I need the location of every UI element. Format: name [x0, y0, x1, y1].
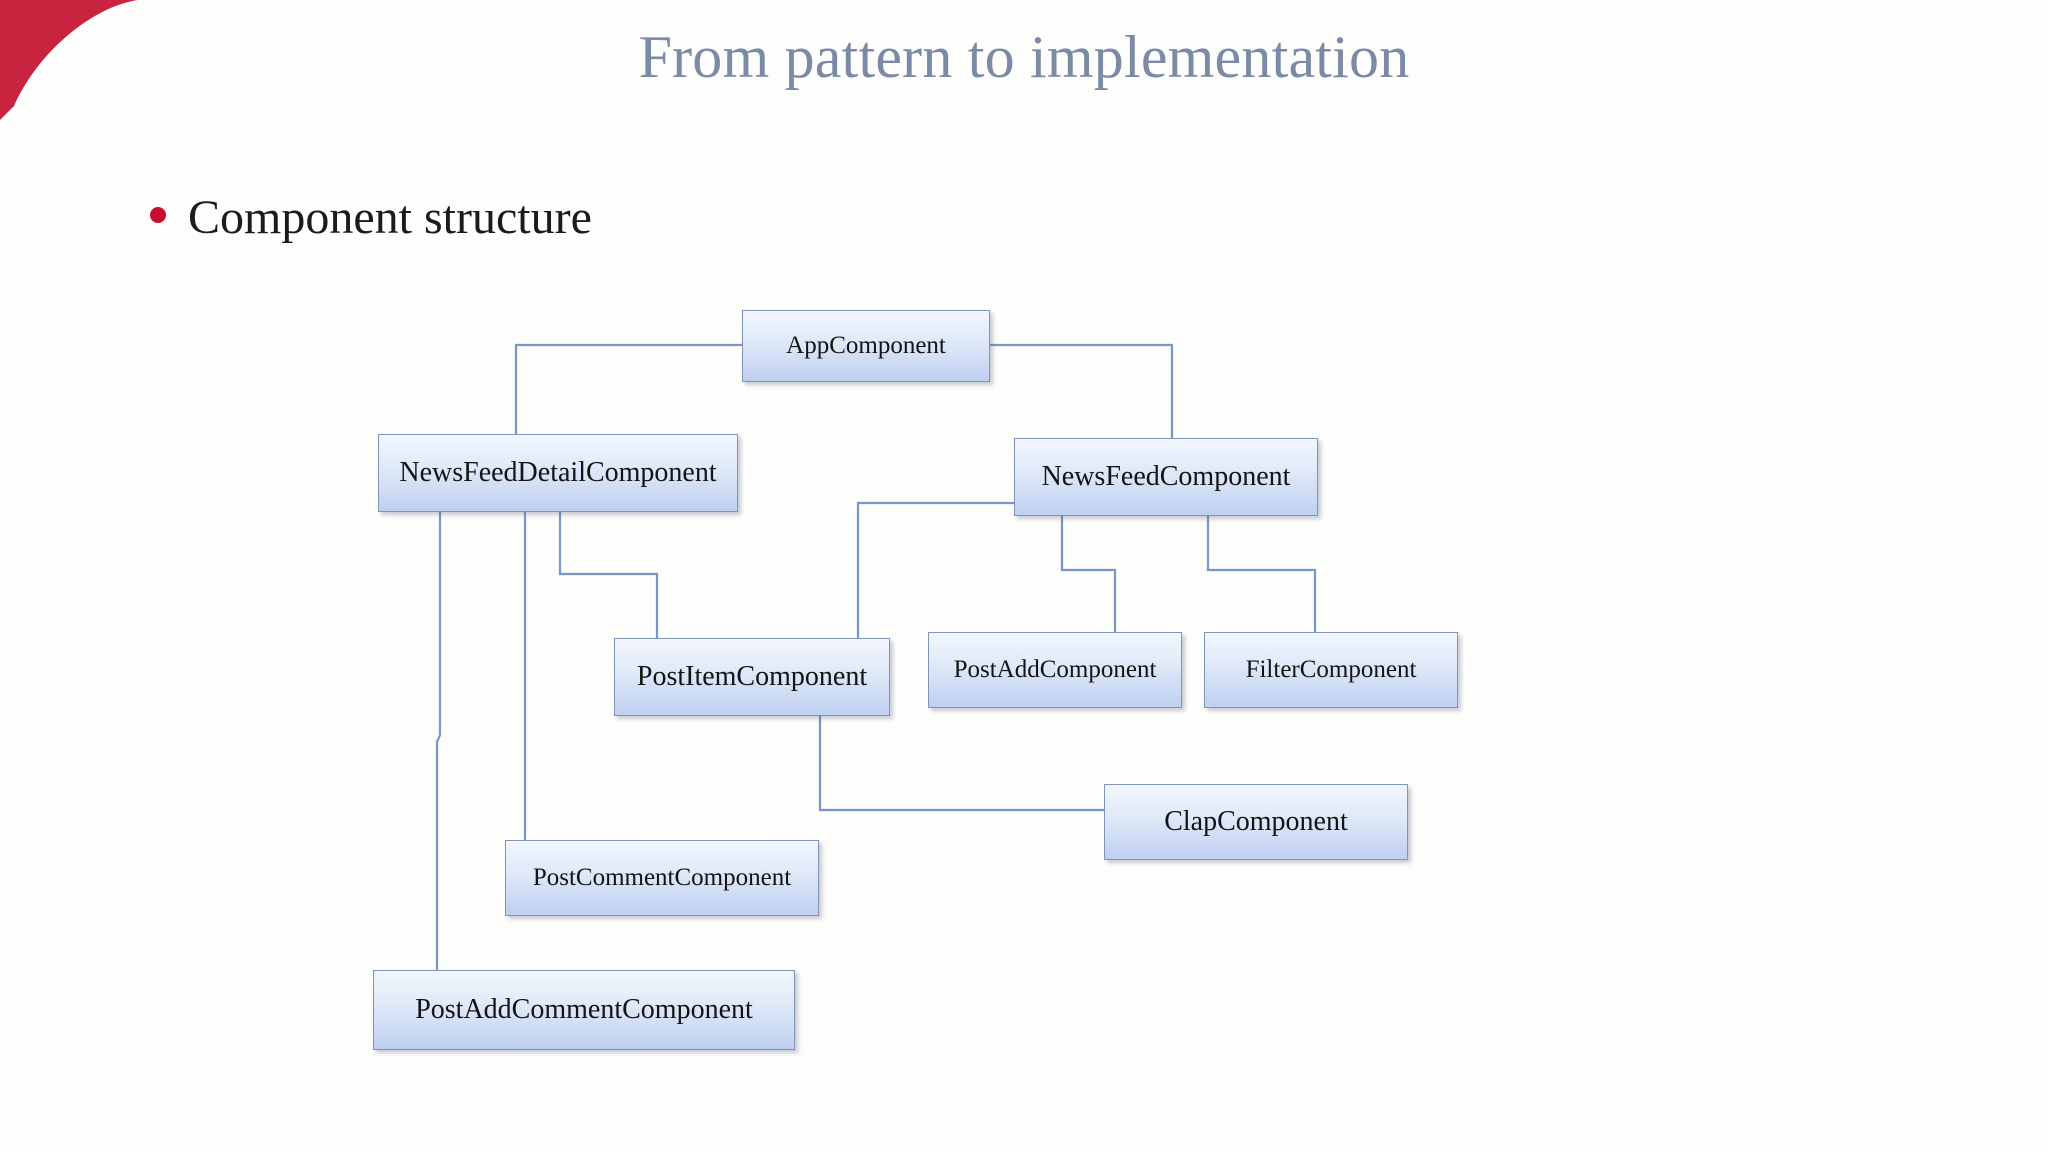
node-label: PostAddCommentComponent — [415, 994, 753, 1025]
page-title: From pattern to implementation — [638, 24, 1410, 90]
bullet-dot-icon — [150, 207, 166, 223]
node-label: ClapComponent — [1164, 806, 1348, 837]
node-postaddcomment-component[interactable]: PostAddCommentComponent — [373, 970, 795, 1050]
edge-newsfeeddetail-postitem — [558, 512, 659, 638]
node-postitem-component[interactable]: PostItemComponent — [614, 638, 890, 716]
edge-app-newsfeeddetail — [514, 343, 742, 434]
node-label: NewsFeedDetailComponent — [399, 457, 717, 488]
edge-newsfeed-postadd — [1060, 516, 1117, 632]
node-label: FilterComponent — [1245, 656, 1417, 683]
node-postcomment-component[interactable]: PostCommentComponent — [505, 840, 819, 916]
edge-app-newsfeed — [990, 343, 1174, 438]
bullet-item: Component structure — [150, 190, 592, 245]
node-label: PostItemComponent — [636, 661, 868, 692]
edge-newsfeed-postitem — [856, 501, 1014, 638]
node-label: AppComponent — [786, 332, 946, 359]
node-label: PostCommentComponent — [532, 864, 792, 891]
node-app-component[interactable]: AppComponent — [742, 310, 990, 382]
node-newsfeeddetail-component[interactable]: NewsFeedDetailComponent — [378, 434, 738, 512]
edge-newsfeed-filter — [1206, 516, 1317, 632]
node-label: NewsFeedComponent — [1041, 461, 1291, 492]
node-filter-component[interactable]: FilterComponent — [1204, 632, 1458, 708]
edge-newsfeeddetail-postaddcomment — [435, 512, 442, 970]
bullet-item-label: Component structure — [188, 191, 592, 244]
node-label: PostAddComponent — [953, 656, 1157, 683]
node-clap-component[interactable]: ClapComponent — [1104, 784, 1408, 860]
edge-postitem-clap — [818, 716, 1104, 812]
node-postadd-component[interactable]: PostAddComponent — [928, 632, 1182, 708]
node-newsfeed-component[interactable]: NewsFeedComponent — [1014, 438, 1318, 516]
